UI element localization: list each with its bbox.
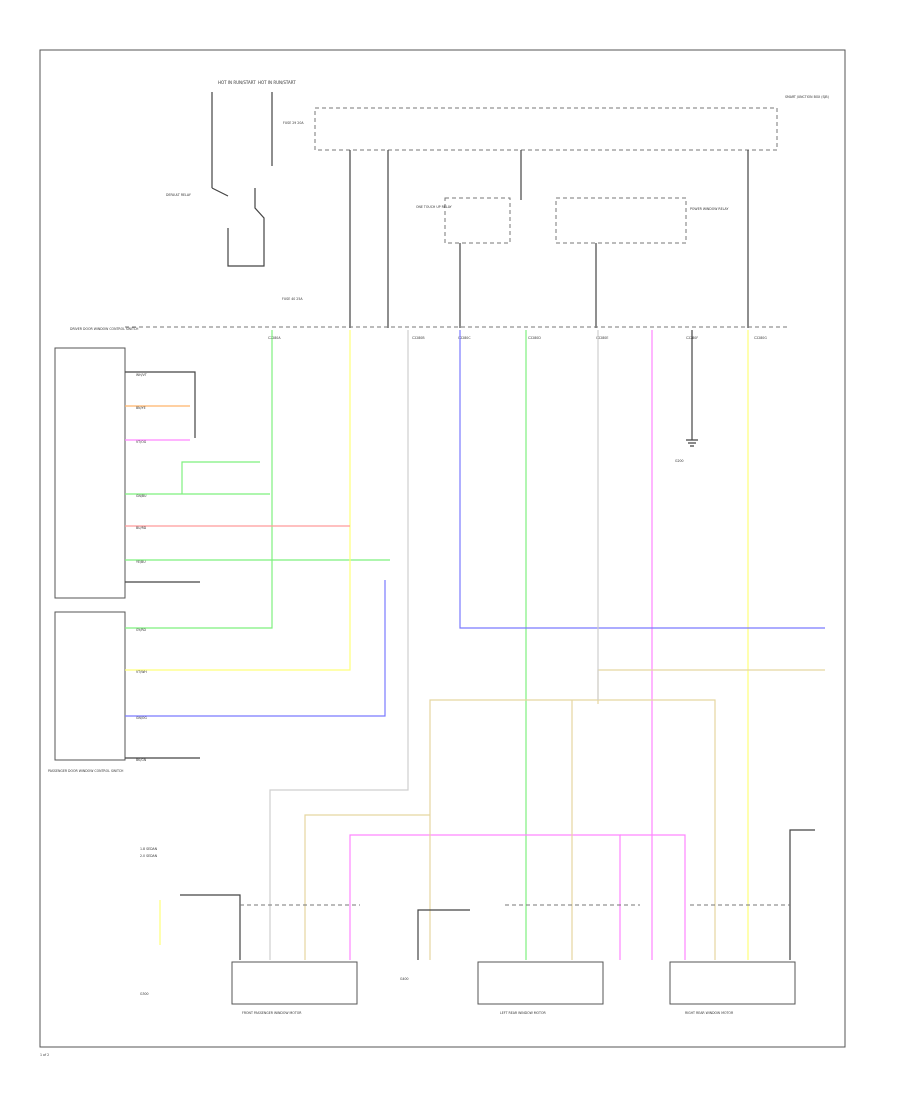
wire-tag-9: VT/WH: [136, 670, 147, 674]
wire-blue-1: [459, 330, 825, 629]
relay-left-box: [444, 197, 511, 244]
ground-label-2: G300: [140, 992, 149, 996]
wire-dark-motors: [180, 829, 815, 960]
master-switch-label: DRIVER DOOR WINDOW CONTROL SWITCH: [70, 327, 139, 331]
connector-ref-5: C2280E: [596, 336, 608, 340]
fuse-center-label: FUSE 40 25A: [282, 297, 303, 301]
wire-dark-switch: [125, 371, 200, 583]
ground-label-3: G400: [400, 977, 409, 981]
relay-wire-left: [211, 187, 265, 267]
sjb-right-label: SMART JUNCTION BOX (SJB): [785, 95, 829, 99]
wire-tag-8: BK/GN: [136, 758, 147, 762]
wire-yellow-1: [125, 330, 351, 671]
motor-right-rear: [669, 961, 796, 1005]
wire-blue-2: [125, 580, 386, 717]
motor-left-rear: [477, 961, 604, 1005]
hot-run-label-2: HOT IN RUN/START: [258, 80, 296, 85]
wire-tag-5: YE/BU: [136, 560, 146, 564]
wire-tan-3: [304, 814, 430, 960]
motor-left-rear-label: LEFT REAR WINDOW MOTOR: [500, 1011, 546, 1015]
wire-tan-1: [597, 669, 825, 704]
wire-tag-10: GN/OG: [136, 716, 147, 720]
connector-ref-3: C2280C: [458, 336, 471, 340]
passenger-switch-label: PASSENGER DOOR WINDOW CONTROL SWITCH: [48, 769, 124, 773]
wire-green-5: [181, 461, 260, 494]
motor-front-passenger-label: FRONT PASSENGER WINDOW MOTOR: [242, 1011, 302, 1015]
legend-2: 2.0 SEDAN: [140, 854, 158, 858]
legend-1: 1.8 SEDAN: [140, 847, 158, 851]
wire-tag-3: VT/OG: [136, 440, 147, 444]
relay-left-label: ONE TOUCH UP RELAY: [416, 205, 452, 209]
hot-run-label-1: HOT IN RUN/START: [218, 80, 256, 85]
wire-tag-2: BN/YE: [136, 406, 146, 410]
ground-label-1: G200: [675, 459, 684, 463]
fuse-left-label: FUSE 29 20A: [283, 121, 304, 125]
motor-front-passenger: [231, 961, 358, 1005]
ground-symbol-1: [686, 439, 698, 447]
junction-box-top: [314, 107, 778, 151]
connector-ref-1: C2280A: [268, 336, 281, 340]
wire-tag-4: GN/BU: [136, 494, 147, 498]
wire-tag-1: WH/VT: [136, 373, 147, 377]
connector-ref-4: C2280D: [528, 336, 541, 340]
wire-gray-1: [269, 330, 409, 960]
page-ref: 1 of 2: [40, 1053, 49, 1057]
diagram-frame: [39, 49, 846, 1048]
wire-green-1: [125, 330, 273, 629]
wire-tag-6: BU/RD: [136, 526, 147, 530]
connector-ref-2: C2280B: [412, 336, 425, 340]
relay-right-box: [555, 197, 687, 244]
wire-violet-3: [349, 834, 621, 960]
passenger-switch-box: [54, 611, 126, 761]
wire-tag-7: GY/RD: [136, 628, 147, 632]
motor-right-rear-label: RIGHT REAR WINDOW MOTOR: [685, 1011, 734, 1015]
connector-ref-7: C2280G: [754, 336, 767, 340]
relay-right-label: POWER WINDOW RELAY: [690, 207, 728, 211]
driver-switch-box: [54, 347, 126, 599]
relay-small-label: DEFAULT RELAY: [166, 193, 191, 197]
wire-violet-4: [620, 834, 686, 960]
